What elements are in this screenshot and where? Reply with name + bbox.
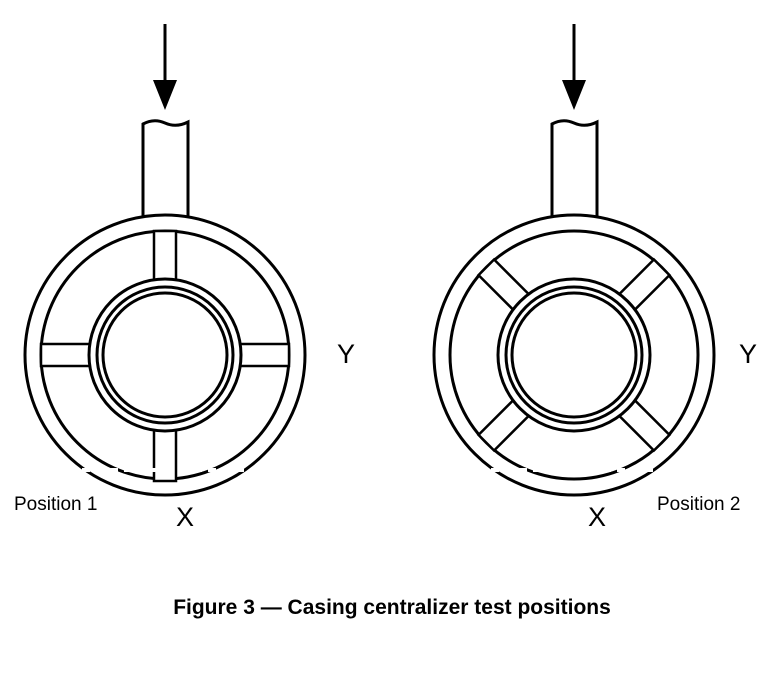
loading-rod-1 [141, 119, 190, 219]
load-arrow-1 [153, 24, 177, 110]
casing-ring-1c [101, 291, 229, 419]
position-1-assembly [23, 24, 307, 497]
casing-ring-1a [87, 277, 243, 433]
figure-caption: Figure 3 — Casing centralizer test posit… [173, 596, 611, 619]
down-arrow-icon [153, 80, 177, 110]
blade [39, 342, 93, 368]
position-2-assembly [432, 24, 716, 497]
position-1-label: Position 1 [14, 494, 97, 515]
outer-ring-inner-edge-2 [448, 229, 700, 481]
position-1-y-axis-label: Y [337, 339, 355, 369]
blades-2 [476, 257, 672, 453]
blade [152, 229, 178, 283]
casing-ring-2a [496, 277, 652, 433]
casing-ring-1b [95, 285, 235, 425]
down-arrow-icon [562, 80, 586, 110]
loading-rod-2 [550, 119, 599, 219]
blade [152, 427, 178, 483]
casing-ring-2c [510, 291, 638, 419]
position-2-label: Position 2 [657, 494, 740, 515]
blade [237, 342, 291, 368]
position-1-x-axis-label: X [176, 502, 194, 532]
load-arrow-2 [562, 24, 586, 110]
position-2-y-axis-label: Y [739, 339, 757, 369]
position-2-x-axis-label: X [588, 502, 606, 532]
casing-ring-2b [504, 285, 644, 425]
